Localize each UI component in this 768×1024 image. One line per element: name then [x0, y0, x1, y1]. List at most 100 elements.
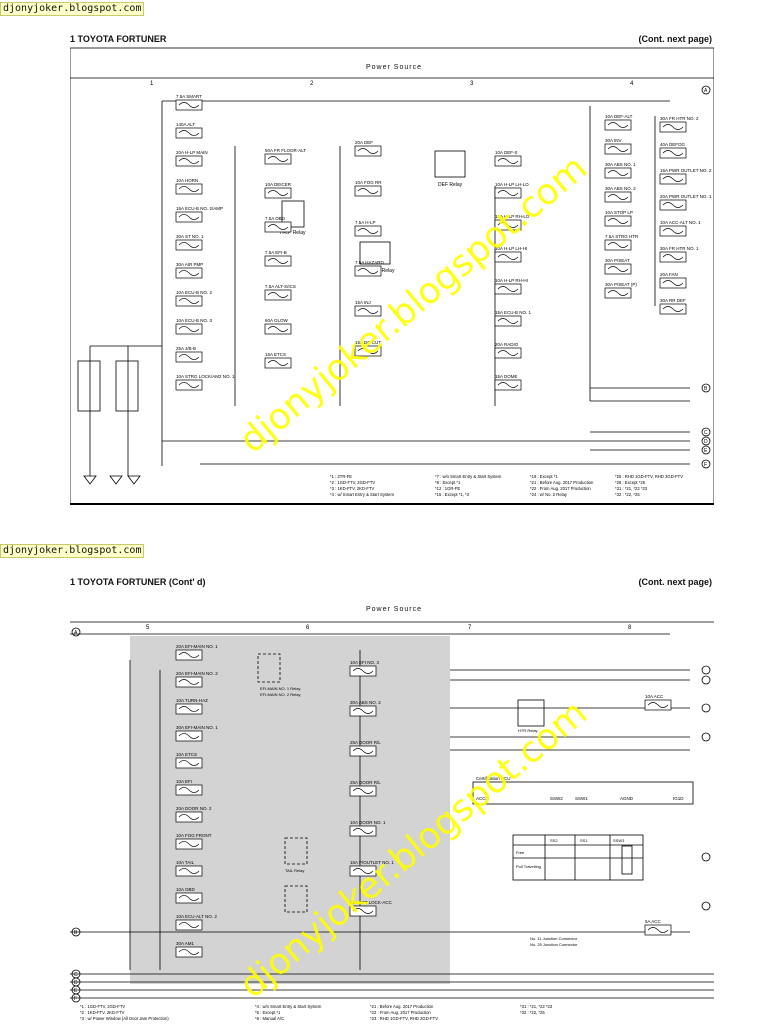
sheet1-title: 1 TOYOTA FORTUNER	[70, 34, 167, 44]
fuse-s1-right3-label: 40A DEFOG	[660, 142, 686, 147]
sheet1-cont: (Cont. next page)	[638, 34, 713, 44]
fuse-s1-mid-label: 7.5A EFI-B	[265, 250, 287, 255]
fuse-s1-left-label: 30A AIR PMP	[176, 262, 203, 267]
switch-hdr-ssw3: SSW3	[613, 838, 625, 843]
sheet1-col-4: 4	[630, 81, 634, 87]
relay-def: DEF Relay	[438, 182, 463, 188]
fuse-element-icon	[178, 102, 200, 108]
s2-note-1: *2 : 1KD-FTV, 2KD-FTV	[80, 1010, 124, 1015]
fuse-element-icon	[178, 814, 200, 820]
sheet1-conn-b: B	[704, 386, 708, 392]
blog-tag-middle[interactable]: djonyjoker.blogspot.com	[0, 544, 145, 558]
s1-note-12: *25 : RHD 1GD-FTV, RHD 2GD-FTV	[615, 474, 683, 479]
sheet2-col-6: 6	[306, 625, 310, 631]
fuse-element-icon	[178, 186, 200, 192]
s1-note-15: *32 : *22, *25	[615, 492, 640, 497]
ecu-pin-ssw2: SSW2	[550, 796, 563, 801]
fuse-element-icon	[178, 326, 200, 332]
relay-htr: HTR Relay	[518, 728, 538, 733]
s1-note-14: *31 : *21, *22 *23	[615, 486, 648, 491]
fuse-element-icon	[178, 949, 200, 955]
fuse-s1-left-label: 20A H-LP MAIN	[176, 150, 208, 155]
fuse-element-icon	[497, 222, 519, 228]
fuse-element-icon	[607, 170, 629, 176]
fuse-element-icon	[178, 895, 200, 901]
switch-hdr-ss1: SS1	[580, 838, 588, 843]
sheet1-col-1: 1	[150, 81, 154, 87]
junction-25: No. 25 Junction Connector	[530, 942, 578, 947]
fuse-s2-right-label: 5A ACC	[645, 919, 662, 924]
fuse-element-icon	[178, 841, 200, 847]
fuse-s1-right-label: 10A H-LP LH-LO	[495, 182, 529, 187]
sheet2-conn-f: F	[74, 996, 77, 1002]
fuse-s2-mid-label: 15A SFT LOCK-ACC	[350, 900, 393, 905]
fuse-element-icon	[178, 787, 200, 793]
fuse-element-icon	[357, 228, 379, 234]
fuse-s1-right3-label: 15A PWR OUTLET NO. 2	[660, 168, 712, 173]
fuse-s2-left-label: 10A ETCS	[176, 752, 197, 757]
s1-note-1: *2 : 1GD-FTV, 2GD-FTV	[330, 480, 375, 485]
fuse-element-icon	[178, 214, 200, 220]
fuse-element-icon	[357, 148, 379, 154]
fuse-s1-right3-label: 10A ACC-ALT NO. 1	[660, 220, 701, 225]
fuse-element-icon	[178, 382, 200, 388]
fuse-s2-left-label: 10A TURN-HAZ	[176, 698, 208, 703]
sheet2-conn-e: E	[74, 988, 78, 994]
fuse-s2-left-label: 20A EFI-MAIN NO. 2	[176, 671, 218, 676]
fuse-s1-right-label: 15A ECU-B NO. 1	[495, 310, 532, 315]
fuse-element-icon	[178, 679, 200, 685]
s2-note-4: *5 : Except *1	[255, 1010, 281, 1015]
sheet1-conn-a: A	[704, 88, 708, 94]
wiring-diagram-sheet2: 5 6 7 8 A B C D E F Certification ECU AC…	[70, 621, 714, 1021]
fuse-s1-right-label: 10A DEF-S	[495, 150, 518, 155]
relay-efi-main-1: EFI-MAIN NO. 1 Relay	[260, 686, 300, 691]
sheet2-col-7: 7	[468, 625, 472, 631]
fuse-s1-left-label: 10A ECU-B NO. 3	[176, 318, 213, 323]
sheet2-col-5: 5	[146, 625, 150, 631]
fuse-s1-right-label: 15A DOME	[495, 374, 518, 379]
wiring-diagram-sheet1: 1 2 3 4 A B C D E F DEF Relay H-LP Relay…	[70, 47, 714, 505]
fuse-s1-mid2-label: 20A DEF	[355, 140, 373, 145]
s1-note-6: *12 : 1GR-FE	[435, 486, 460, 491]
sheet2-conn-a: A	[74, 630, 78, 636]
fuse-element-icon	[607, 290, 629, 296]
sheet2-cont: (Cont. next page)	[638, 577, 713, 587]
fuse-element-icon	[178, 760, 200, 766]
s1-note-2: *3 : 1KD-FTV, 2KD-FTV	[330, 486, 374, 491]
fuse-element-icon	[647, 702, 669, 708]
sheet1-col-2: 2	[310, 81, 314, 87]
fuse-s1-left-label: 10A HORN	[176, 178, 198, 183]
fuse-element-icon	[267, 360, 289, 366]
fuse-element-icon	[352, 828, 374, 834]
sheet1-conn-d: D	[704, 439, 708, 445]
sheet1-conn-c: C	[704, 430, 708, 436]
s1-note-8: *19 : Except *1	[530, 474, 558, 479]
fuse-element-icon	[178, 706, 200, 712]
s2-note-8: *23 : RHD 1GD-FTV, RHD 2GD-FTV	[370, 1016, 438, 1021]
fuse-element-icon	[607, 242, 629, 248]
s1-note-9: *21 : Before Aug. 2017 Production	[530, 480, 594, 485]
fuse-element-icon	[497, 190, 519, 196]
s2-note-0: *1 : 1GD-FTV, 2GD-FTV	[80, 1004, 125, 1009]
s1-note-7: *15 : Except *1, *3	[435, 492, 470, 497]
fuse-element-icon	[662, 202, 684, 208]
s2-note-6: *21 : Before Aug. 2017 Production	[370, 1004, 434, 1009]
fuse-s1-left-label: 140A ALT	[176, 122, 195, 127]
fuse-element-icon	[352, 788, 374, 794]
s2-note-3: *4 : w/o Smart Entry & Start System	[255, 1004, 322, 1009]
relay-hlp: H-LP Relay	[280, 230, 306, 236]
fuse-s1-right2-label: 10A DEF-ALT	[605, 114, 633, 119]
fuse-s2-left-label: 10A TAIL	[176, 860, 195, 865]
fuse-s1-right-label: 10A H-LP LH-HI	[495, 246, 527, 251]
fuse-element-icon	[178, 270, 200, 276]
fuse-element-icon	[178, 652, 200, 658]
blog-tag-top[interactable]: djonyjoker.blogspot.com	[0, 2, 145, 16]
fuse-element-icon	[178, 733, 200, 739]
fuse-s1-mid-label: 10A DEICER	[265, 182, 292, 187]
fuse-s1-right3-label: 30A RR DEF	[660, 298, 686, 303]
s2-note-2: *3 : w/ Power Window (All Door Jam Prote…	[80, 1016, 169, 1021]
fuse-s2-left-label: 10A OBD	[176, 887, 196, 892]
fuse-element-icon	[357, 268, 379, 274]
fuse-element-icon	[497, 318, 519, 324]
fuse-element-icon	[352, 668, 374, 674]
